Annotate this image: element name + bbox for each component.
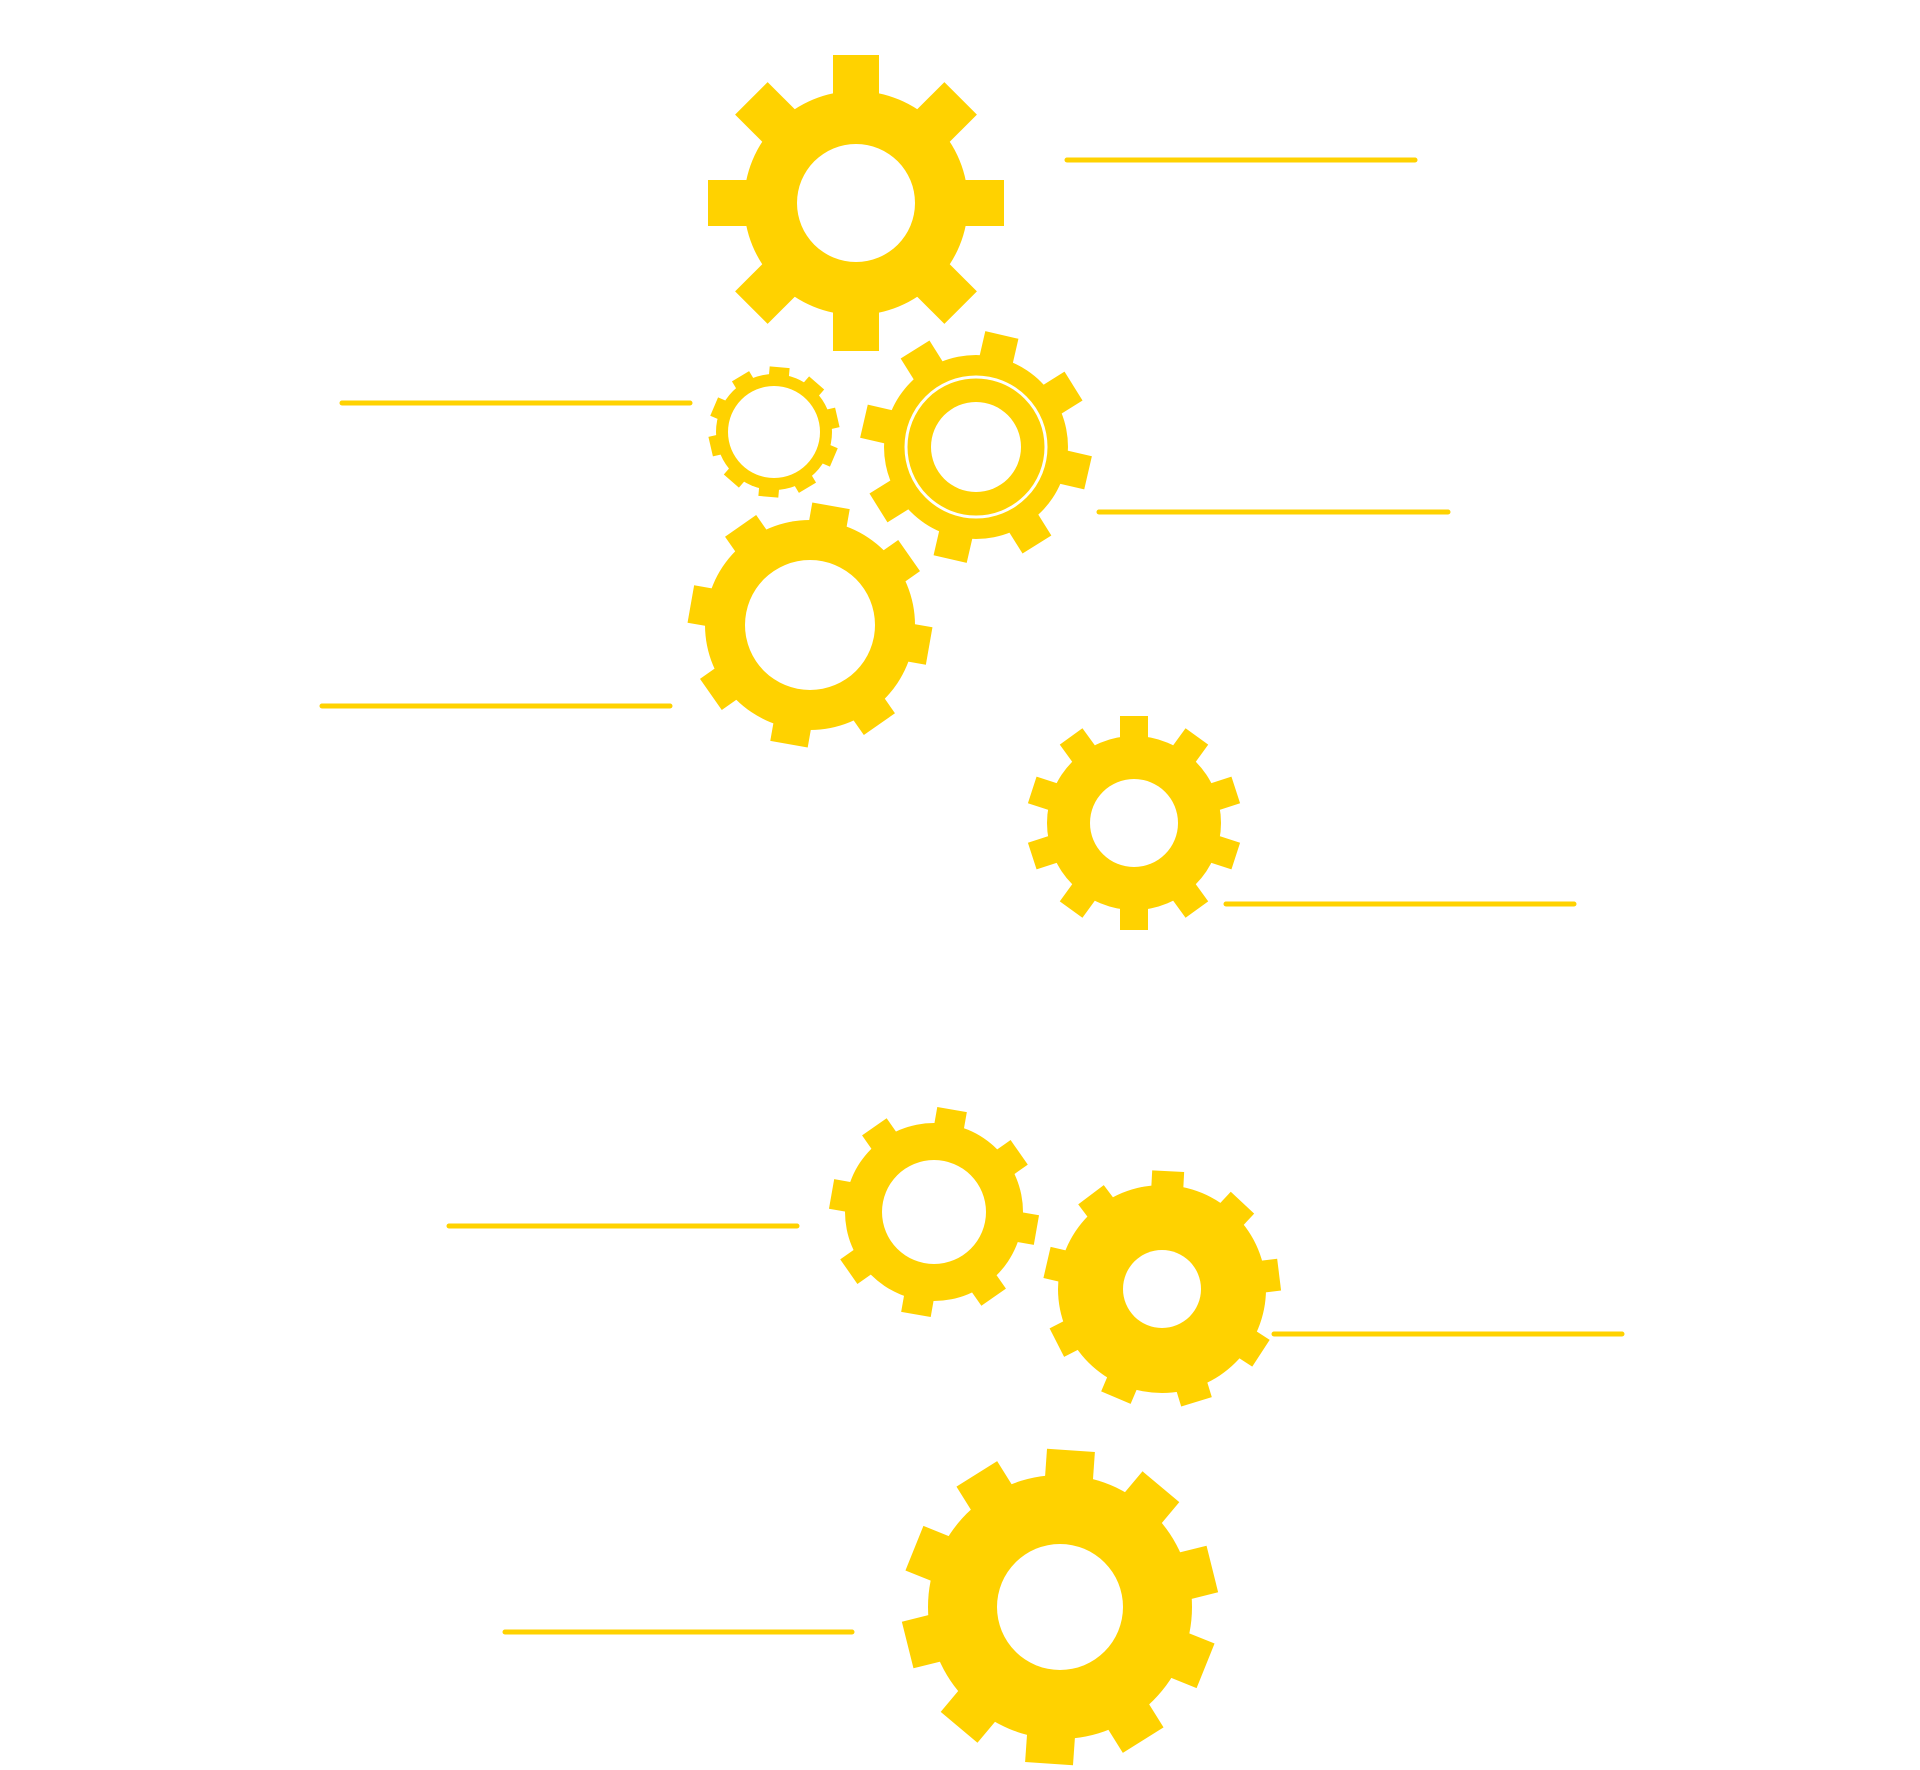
gear-hole <box>997 1544 1123 1670</box>
gear-icon <box>901 1448 1219 1766</box>
gear-teeth <box>828 1106 1040 1318</box>
gear-hole <box>797 144 915 262</box>
gear-tooth <box>1078 1185 1120 1226</box>
gear-tooth <box>940 1683 1002 1743</box>
gear-hole <box>931 402 1021 492</box>
gear-outer-ring <box>904 375 1048 519</box>
gear-icon <box>1027 716 1241 930</box>
gear-tooth <box>699 662 745 710</box>
gear-tooth <box>847 690 895 736</box>
gear-icon <box>828 1106 1040 1318</box>
small-gear-icon <box>708 366 840 498</box>
gear-tooth <box>1213 1191 1255 1233</box>
gear-tooth <box>708 180 756 226</box>
gear-hole <box>1090 779 1178 867</box>
gear-tooth <box>1103 1696 1164 1753</box>
gear-icon <box>708 55 1004 351</box>
gear-tooth <box>862 1118 903 1158</box>
gear-tooth <box>965 1266 1006 1306</box>
gear-hole <box>1123 1250 1201 1328</box>
gear-tooth <box>840 1243 880 1284</box>
gear-tooth <box>956 1461 1017 1518</box>
gear-hole <box>728 386 820 478</box>
gear-tooth <box>875 540 921 588</box>
gear-tooth <box>725 514 773 560</box>
double-ring-gear-icon <box>860 331 1092 563</box>
gear-icon <box>1043 1170 1282 1407</box>
gear-hole <box>745 560 875 690</box>
gear-hole <box>882 1160 986 1264</box>
gear-tooth <box>956 180 1004 226</box>
gear-icon <box>687 502 933 748</box>
gear-tooth <box>1118 1471 1180 1531</box>
gear-tooth <box>988 1140 1028 1181</box>
